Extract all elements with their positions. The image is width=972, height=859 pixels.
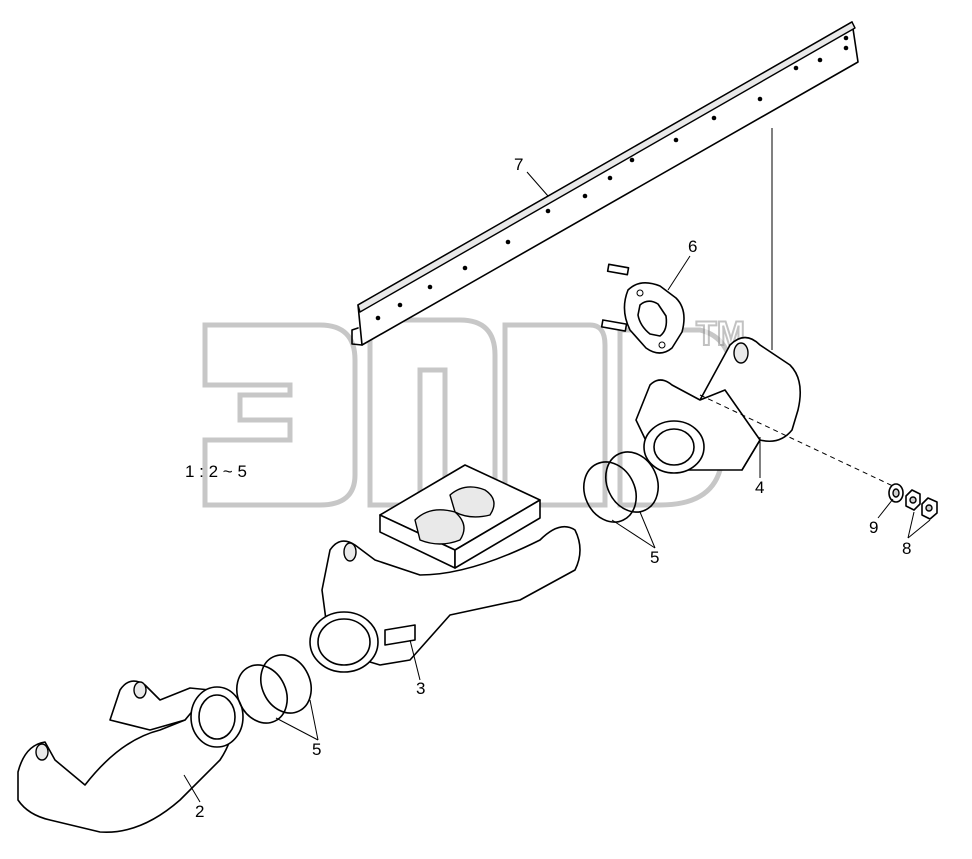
leader-lines [183, 171, 931, 803]
callout-flange-gasket: 6 [688, 237, 697, 256]
washer [888, 483, 904, 503]
sealing-rings-lower [236, 654, 312, 724]
nuts [905, 489, 938, 520]
callout-rings-upper: 5 [650, 548, 659, 567]
scale-label: 1 : 2 ~ 5 [185, 462, 247, 481]
callout-rings-lower: 5 [312, 740, 321, 759]
callout-lower-section: 2 [195, 802, 204, 821]
callout-gasket-strip: 7 [514, 155, 523, 174]
watermark-logo: TM [202, 314, 746, 508]
callout-nuts: 8 [902, 539, 911, 558]
gasket-strip [351, 21, 859, 346]
flange-gasket [623, 282, 685, 354]
stud-bolts [600, 263, 630, 332]
sealing-rings-upper [583, 451, 659, 523]
exhaust-manifold-end-section [635, 336, 801, 474]
callout-middle-section: 3 [416, 679, 425, 698]
exhaust-manifold-middle-section [309, 464, 581, 673]
callout-end-section: 4 [755, 478, 764, 497]
exhaust-manifold-lower-section [17, 680, 244, 834]
gasket-bolt-holes [375, 35, 849, 321]
callout-washer: 9 [869, 518, 878, 537]
